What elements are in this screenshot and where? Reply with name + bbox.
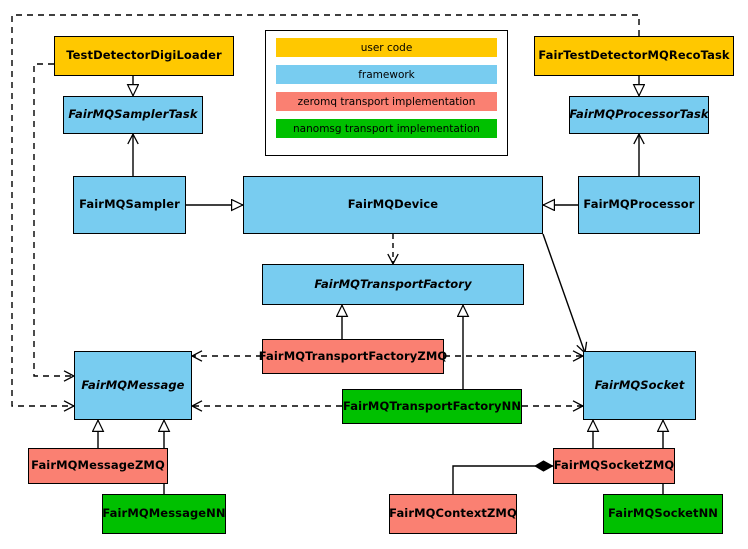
class-node-FairMQMessageZMQ[interactable]: FairMQMessageZMQ [28,448,168,484]
class-node-FairMQSamplerTask[interactable]: FairMQSamplerTask [63,96,203,134]
legend-label-nanomsg: nanomsg transport implementation [293,122,480,135]
legend-item-zeromq: zeromq transport implementation [276,92,497,111]
class-node-FairMQMessageNN[interactable]: FairMQMessageNN [102,494,226,534]
legend-label-framework: framework [358,68,415,81]
class-node-FairMQContextZMQ[interactable]: FairMQContextZMQ [389,494,517,534]
class-node-label: FairMQTransportFactory [314,276,472,291]
class-node-label: FairMQSampler [79,197,180,212]
class-node-label: FairMQContextZMQ [389,506,517,521]
edge-contextzmq-to-socketzmq [452,460,554,494]
class-node-FairMQDevice[interactable]: FairMQDevice [243,176,543,234]
legend-label-zeromq: zeromq transport implementation [297,95,476,108]
class-node-label: FairMQSamplerTask [68,107,198,122]
class-node-FairMQTransportFactoryNN[interactable]: FairMQTransportFactoryNN [342,389,522,424]
class-node-TestDetectorDigiLoader[interactable]: TestDetectorDigiLoader [54,36,234,76]
edge-recotask-to-message-outer [11,14,640,412]
legend-panel: user code framework zeromq transport imp… [265,30,508,156]
class-node-label: FairMQSocketZMQ [553,458,675,473]
class-node-FairMQSocketNN[interactable]: FairMQSocketNN [603,494,723,534]
legend-item-user-code: user code [276,38,497,57]
class-node-FairMQSampler[interactable]: FairMQSampler [73,176,186,234]
class-node-label: FairMQTransportFactoryNN [342,398,522,413]
legend-item-nanomsg: nanomsg transport implementation [276,119,497,138]
class-node-label: FairMQProcessorTask [569,107,709,122]
class-node-FairMQTransportFactoryZMQ[interactable]: FairMQTransportFactoryZMQ [259,339,447,374]
class-node-label: FairTestDetectorMQRecoTask [538,48,730,63]
class-node-FairMQTransportFactory[interactable]: FairMQTransportFactory [262,264,524,305]
class-node-FairTestDetectorMQRecoTask[interactable]: FairTestDetectorMQRecoTask [534,36,734,76]
class-node-label: FairMQDevice [347,197,439,212]
class-node-FairMQSocket[interactable]: FairMQSocket [583,351,696,420]
class-node-label: FairMQMessageNN [102,506,226,521]
class-node-FairMQSocketZMQ[interactable]: FairMQSocketZMQ [553,448,675,484]
class-node-label: TestDetectorDigiLoader [66,48,222,63]
class-node-FairMQMessage[interactable]: FairMQMessage [74,351,192,420]
class-node-label: FairMQTransportFactoryZMQ [258,348,448,363]
legend-item-framework: framework [276,65,497,84]
class-node-label: FairMQSocket [594,377,685,392]
class-node-label: FairMQSocketNN [607,506,719,521]
class-node-FairMQProcessorTask[interactable]: FairMQProcessorTask [569,96,709,134]
class-node-label: FairMQMessageZMQ [31,458,165,473]
class-node-label: FairMQProcessor [583,197,695,212]
edge-device-to-socket [542,233,588,355]
legend-label-user-code: user code [360,41,413,54]
class-node-FairMQProcessor[interactable]: FairMQProcessor [578,176,700,234]
edge-digiloader-to-message-inner [33,63,76,382]
class-node-label: FairMQMessage [81,377,185,392]
